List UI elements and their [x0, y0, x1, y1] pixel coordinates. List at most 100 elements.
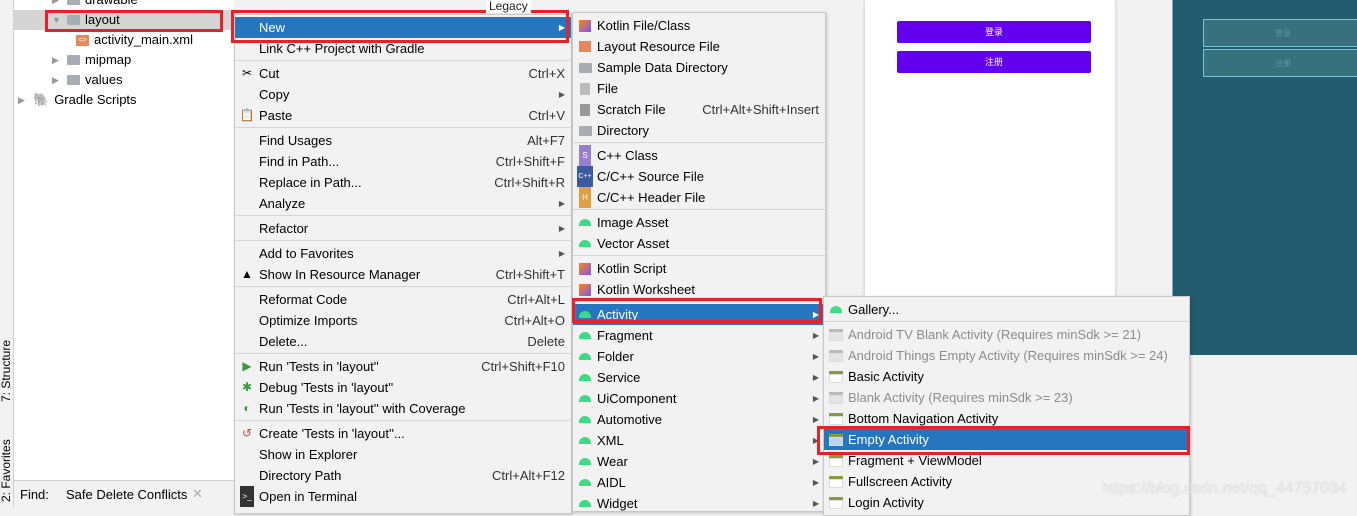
menu-item-label: C/C++ Source File	[597, 169, 704, 184]
menu-item-label: Bottom Navigation Activity	[848, 411, 999, 426]
menu-item-delete[interactable]: Delete...Delete	[235, 331, 571, 352]
menu-item-copy[interactable]: Copy▶	[235, 84, 571, 105]
menu-item-c-c-source-file[interactable]: C++C/C++ Source File	[573, 166, 825, 187]
tree-item-label: drawable	[85, 0, 138, 10]
menu-item-directory[interactable]: Directory	[573, 120, 825, 141]
menu-item-label: Kotlin Worksheet	[597, 282, 696, 297]
tree-item-values[interactable]: ▶values	[52, 70, 123, 90]
collapsed-arrow-icon[interactable]: ▶	[52, 75, 59, 85]
favorites-tool-tab[interactable]: 2: Favorites	[0, 439, 13, 502]
tree-item-drawable[interactable]: ▶ drawable	[52, 0, 138, 10]
menu-item-login-activity[interactable]: Login Activity	[824, 492, 1189, 513]
menu-item-layout-resource-file[interactable]: Layout Resource File	[573, 36, 825, 57]
menu-item-fragment-viewmodel[interactable]: Fragment + ViewModel	[824, 450, 1189, 471]
menu-item-label: Kotlin Script	[597, 261, 667, 276]
menu-item-widget[interactable]: Widget▶	[573, 493, 825, 514]
kotlin-icon	[573, 262, 597, 275]
menu-item-basic-activity[interactable]: Basic Activity	[824, 366, 1189, 387]
submenu-arrow-icon: ▶	[812, 415, 819, 424]
menu-item-fullscreen-activity[interactable]: Fullscreen Activity	[824, 471, 1189, 492]
expanded-arrow-icon[interactable]: ▼	[52, 15, 61, 25]
template-icon	[824, 454, 848, 467]
menu-item-fragment[interactable]: Fragment▶	[573, 325, 825, 346]
menu-item-blank-activity-requires-minsdk-23[interactable]: Blank Activity (Requires minSdk >= 23)	[824, 387, 1189, 408]
android-icon	[573, 240, 597, 247]
menu-item-run-tests-in-layout-with-coverage[interactable]: ◐Run 'Tests in 'layout'' with Coverage	[235, 398, 571, 419]
shortcut-label: Ctrl+Alt+F12	[492, 468, 565, 483]
menu-item-create-tests-in-layout[interactable]: ↺Create 'Tests in 'layout''...	[235, 423, 571, 444]
menu-item-run-tests-in-layout[interactable]: ▶Run 'Tests in 'layout''Ctrl+Shift+F10	[235, 356, 571, 377]
collapsed-arrow-icon[interactable]: ▶	[52, 55, 59, 65]
collapsed-arrow-icon[interactable]: ▶	[52, 0, 59, 5]
menu-item-xml[interactable]: XML▶	[573, 430, 825, 451]
menu-item-link-c-project-with-gradle[interactable]: Link C++ Project with Gradle	[235, 38, 571, 59]
menu-item-label: Blank Activity (Requires minSdk >= 23)	[848, 390, 1073, 405]
login-blueprint-button[interactable]: 登录	[1203, 19, 1357, 47]
menu-item-kotlin-file-class[interactable]: Kotlin File/Class	[573, 15, 825, 36]
menu-item-file[interactable]: File	[573, 78, 825, 99]
menu-item-gallery[interactable]: Gallery...	[824, 299, 1189, 320]
menu-item-kotlin-worksheet[interactable]: Kotlin Worksheet	[573, 279, 825, 300]
menu-item-find-in-path[interactable]: Find in Path...Ctrl+Shift+F	[235, 151, 571, 172]
tree-item-gradle-scripts[interactable]: ▶🐘Gradle Scripts	[18, 90, 137, 110]
android-icon	[824, 306, 848, 313]
shortcut-label: Alt+F7	[527, 133, 565, 148]
tree-item-activity-main-xml[interactable]: <>activity_main.xml	[76, 30, 193, 50]
submenu-arrow-icon: ▶	[812, 457, 819, 466]
close-icon[interactable]: ✕	[192, 486, 203, 501]
scissors-icon: ✂	[241, 66, 253, 80]
structure-tool-tab[interactable]: 7: Structure	[0, 339, 13, 402]
menu-item-refactor[interactable]: Refactor▶	[235, 218, 571, 239]
menu-item-android-tv-blank-activity-requires-minsdk-21[interactable]: Android TV Blank Activity (Requires minS…	[824, 324, 1189, 345]
menu-item-android-things-empty-activity-requires-minsdk-24[interactable]: Android Things Empty Activity (Requires …	[824, 345, 1189, 366]
menu-item-open-in-terminal[interactable]: >_Open in Terminal	[235, 486, 571, 507]
menu-item-label: Analyze	[259, 196, 306, 211]
login-preview-button[interactable]: 登录	[897, 21, 1091, 43]
menu-item-analyze[interactable]: Analyze▶	[235, 193, 571, 214]
menu-item-add-to-favorites[interactable]: Add to Favorites▶	[235, 243, 571, 264]
menu-item-activity[interactable]: Activity▶	[573, 304, 825, 325]
menu-item-show-in-explorer[interactable]: Show in Explorer	[235, 444, 571, 465]
menu-item-empty-activity[interactable]: Empty Activity	[824, 429, 1189, 450]
blueprint-preview: 登录 注册	[1172, 0, 1357, 355]
menu-item-label: Layout Resource File	[597, 39, 720, 54]
find-tab-safe-delete[interactable]: Safe Delete Conflicts	[66, 487, 188, 502]
menu-separator	[235, 353, 571, 356]
collapsed-arrow-icon[interactable]: ▶	[18, 95, 25, 105]
menu-item-uicomponent[interactable]: UiComponent▶	[573, 388, 825, 409]
menu-item-service[interactable]: Service▶	[573, 367, 825, 388]
menu-item-kotlin-script[interactable]: Kotlin Script	[573, 258, 825, 279]
menu-item-new[interactable]: New▶	[235, 17, 571, 38]
folder-icon	[573, 125, 597, 136]
menu-item-sample-data-directory[interactable]: Sample Data Directory	[573, 57, 825, 78]
menu-item-vector-asset[interactable]: Vector Asset	[573, 233, 825, 254]
layout-file-icon	[573, 41, 597, 52]
menu-item-label: Run 'Tests in 'layout'' with Coverage	[259, 401, 466, 416]
menu-item-label: Create 'Tests in 'layout''...	[259, 426, 405, 441]
register-preview-button[interactable]: 注册	[897, 51, 1091, 73]
menu-separator	[235, 240, 571, 243]
menu-item-wear[interactable]: Wear▶	[573, 451, 825, 472]
tree-item-mipmap[interactable]: ▶mipmap	[52, 50, 131, 70]
register-blueprint-button[interactable]: 注册	[1203, 49, 1357, 77]
menu-item-aidl[interactable]: AIDL▶	[573, 472, 825, 493]
menu-item-label: Scratch File	[597, 102, 666, 117]
menu-item-label: XML	[597, 433, 624, 448]
menu-item-bottom-navigation-activity[interactable]: Bottom Navigation Activity	[824, 408, 1189, 429]
tree-item-layout[interactable]: ▼layout	[14, 10, 234, 30]
menu-item-image-asset[interactable]: Image Asset	[573, 212, 825, 233]
menu-item-automotive[interactable]: Automotive▶	[573, 409, 825, 430]
menu-item-debug-tests-in-layout[interactable]: ✱Debug 'Tests in 'layout''	[235, 377, 571, 398]
menu-item-replace-in-path[interactable]: Replace in Path...Ctrl+Shift+R	[235, 172, 571, 193]
menu-item-folder[interactable]: Folder▶	[573, 346, 825, 367]
